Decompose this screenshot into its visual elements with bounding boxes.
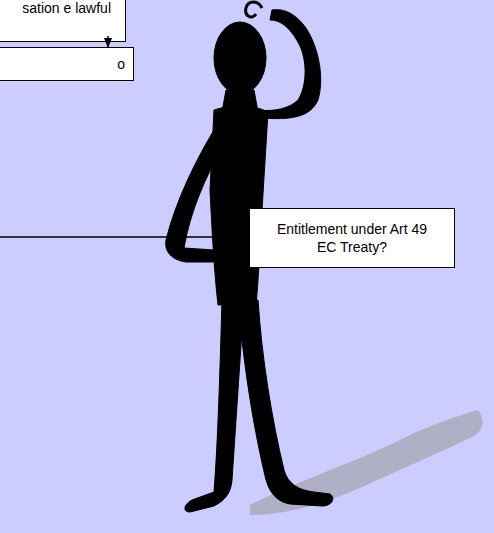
box-text: Entitlement under Art 49 EC Treaty?: [268, 220, 436, 256]
arrow-line: [0, 236, 248, 238]
box-text: o: [0, 55, 125, 73]
arrow-connector: [107, 36, 109, 47]
text-box: sation e lawful: [0, 0, 126, 42]
text-box: o: [0, 47, 134, 81]
box-text: sation e lawful: [0, 0, 111, 17]
text-box: Entitlement under Art 49 EC Treaty?: [249, 208, 455, 268]
